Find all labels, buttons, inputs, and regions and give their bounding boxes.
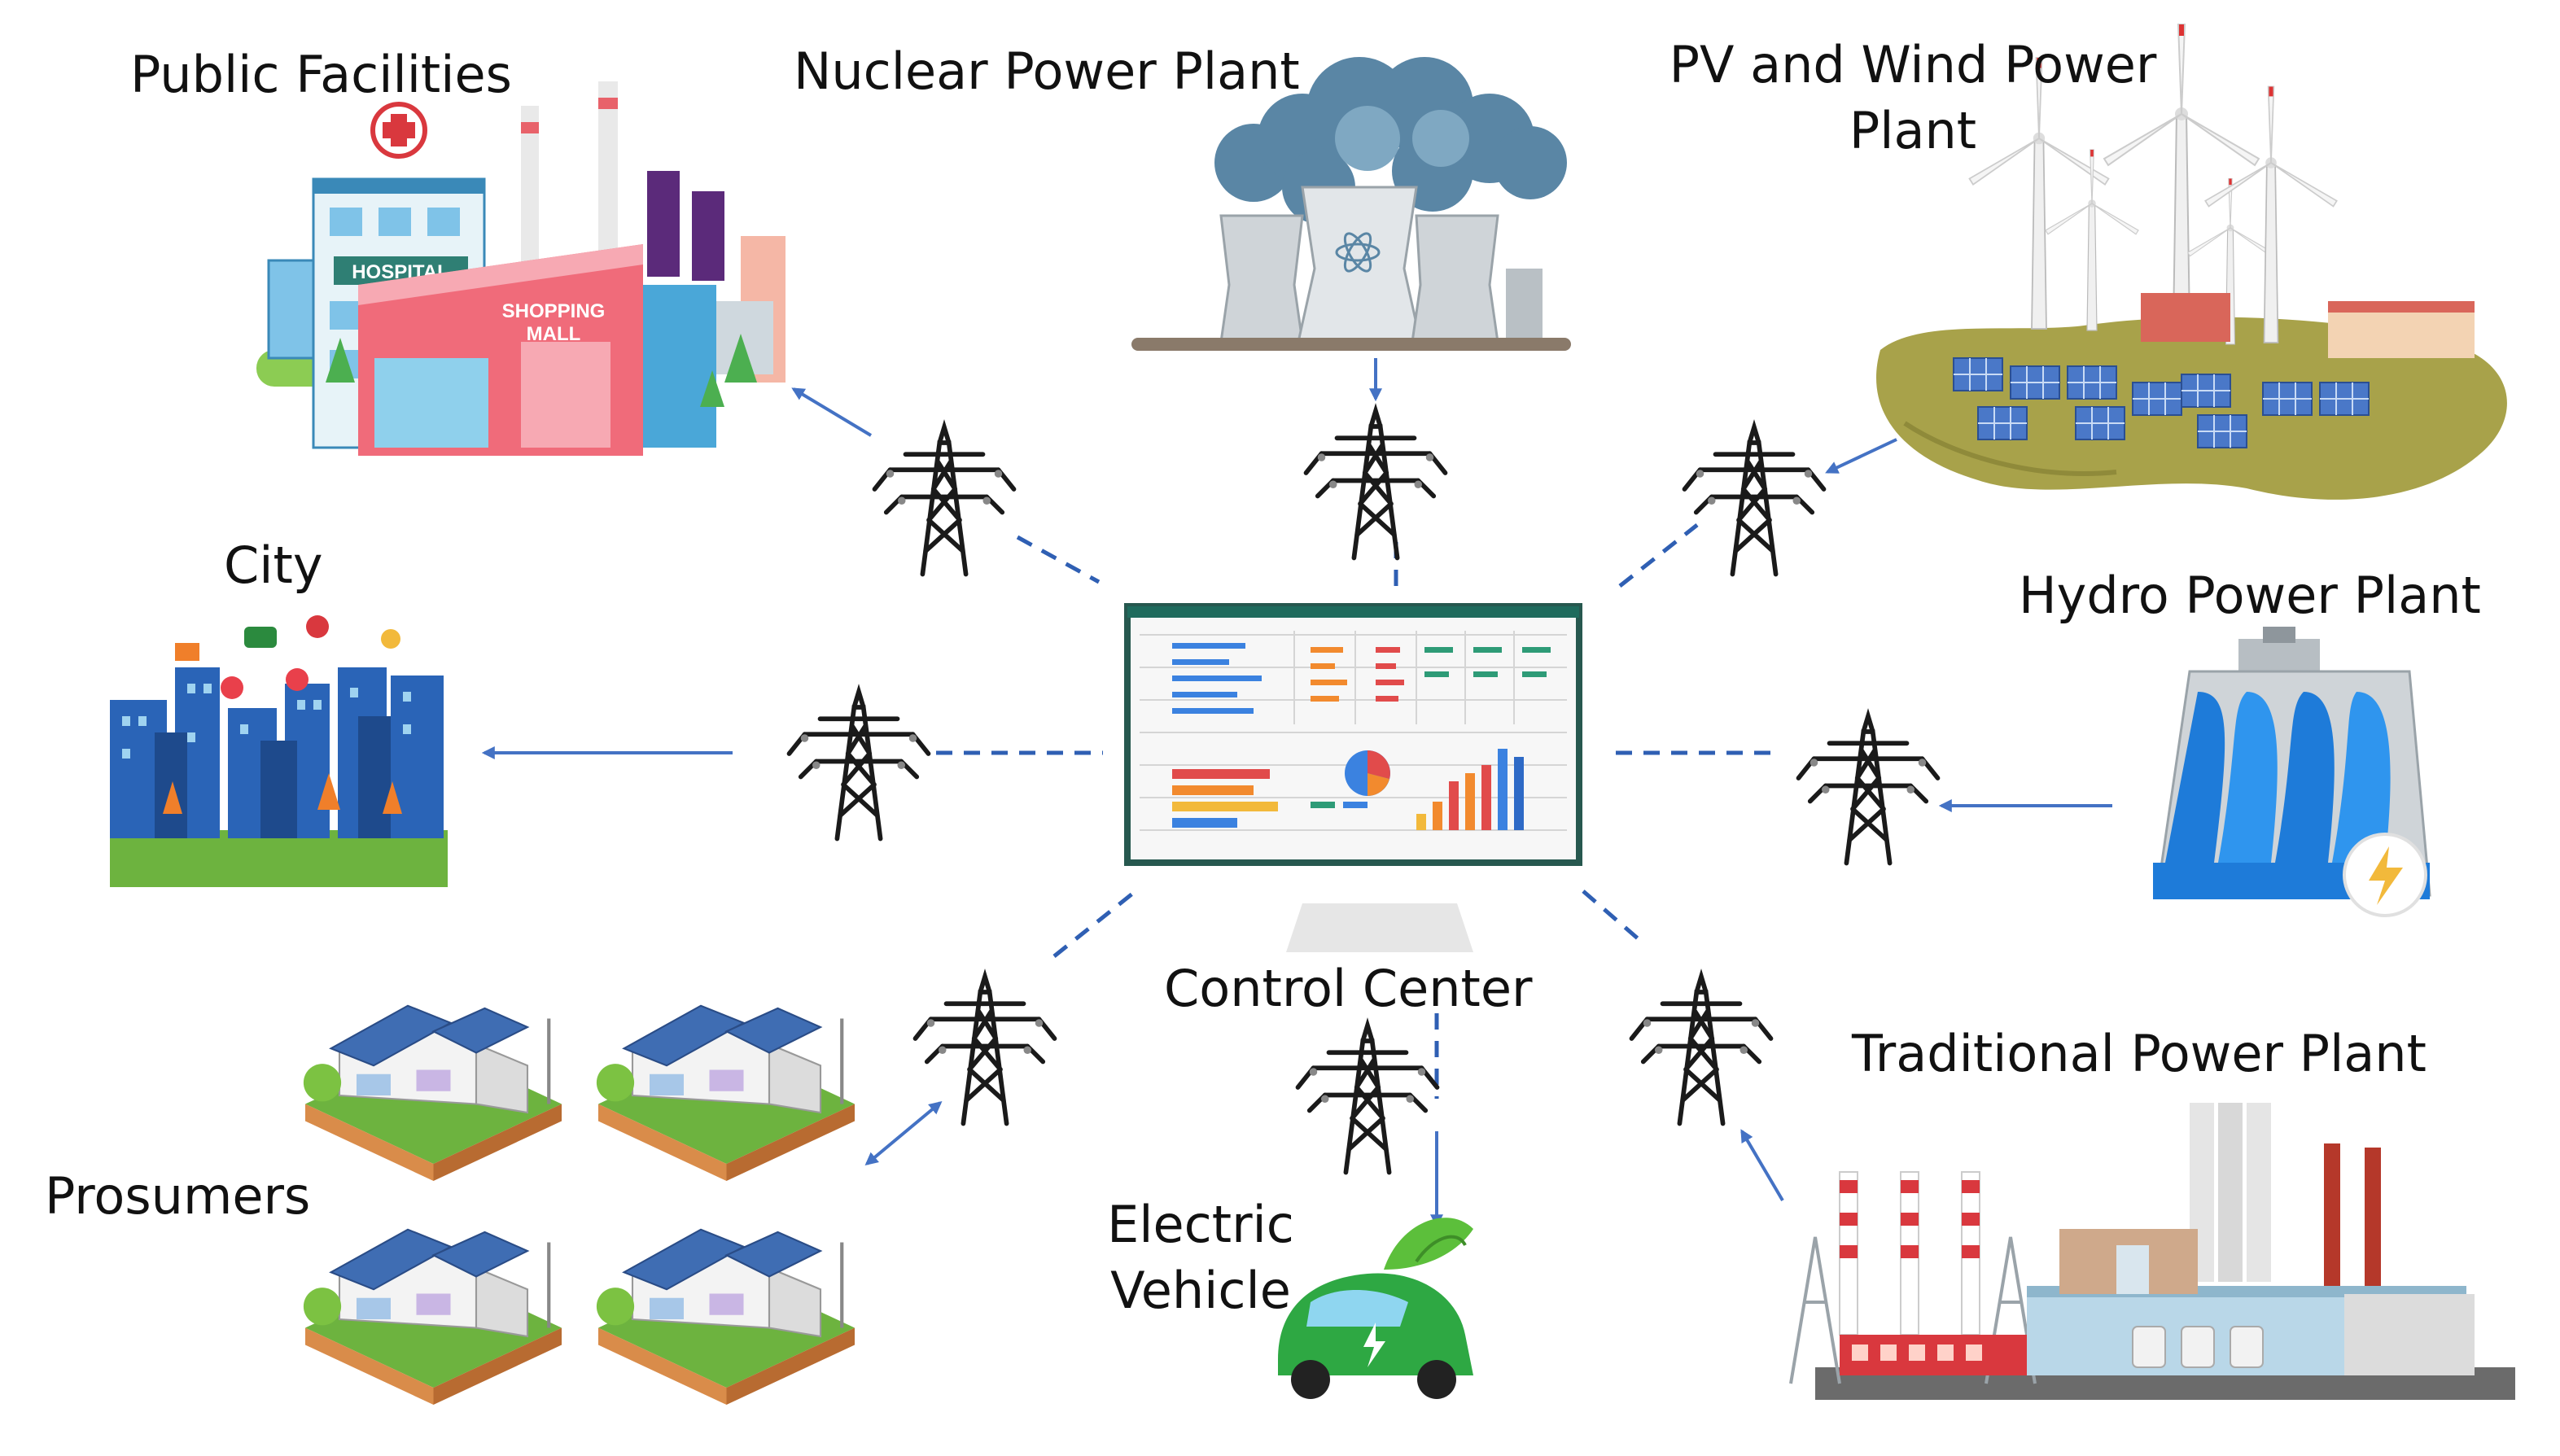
label-pv-wind-line2: Plant (1849, 100, 1977, 160)
label-ev-line2: Vehicle (1110, 1260, 1291, 1320)
house-icon (597, 1230, 855, 1405)
label-prosumers: Prosumers (45, 1166, 311, 1226)
arrow-to-public-facilities (791, 387, 873, 437)
house-icon (304, 1230, 562, 1405)
label-ev-line1: Electric (1107, 1195, 1294, 1254)
house-icon (304, 1006, 562, 1181)
tower-icon (790, 692, 929, 839)
city-icon (110, 615, 448, 887)
pv-wind-plant-icon (1876, 24, 2507, 500)
tower-icon (916, 977, 1055, 1124)
nuclear-plant-icon (1131, 57, 1571, 351)
arrow-from-pv-wind (1825, 438, 1897, 474)
link-control-public (1016, 535, 1101, 584)
flow-arrows (481, 358, 2112, 1228)
hydro-plant-icon (2153, 627, 2431, 917)
mall-sign-line1: SHOPPING (502, 300, 606, 322)
label-city: City (224, 536, 323, 595)
prosumers-houses-icon (304, 1006, 855, 1405)
tower-icon (875, 427, 1014, 575)
electric-vehicle-icon (1278, 1218, 1473, 1399)
label-electric-vehicle: Electric Vehicle (1083, 1192, 1319, 1323)
tower-icon (1632, 977, 1771, 1124)
label-hydro-power-plant: Hydro Power Plant (2019, 566, 2481, 625)
tower-icon (1306, 411, 1446, 558)
label-control-center: Control Center (1164, 959, 1533, 1018)
label-public-facilities: Public Facilities (130, 45, 512, 104)
mall-sign-line2: MALL (527, 323, 581, 345)
label-pv-wind-line1: PV and Wind Power (1669, 35, 2157, 94)
arrow-prosumers-bidirectional (864, 1100, 943, 1166)
arrow-from-traditional (1740, 1129, 1784, 1202)
label-nuclear-power-plant: Nuclear Power Plant (794, 42, 1300, 101)
label-pv-wind-power-plant: PV and Wind Power Plant (1652, 33, 2173, 164)
house-icon (597, 1006, 855, 1181)
mini-pie-chart-icon (1311, 750, 1390, 808)
tower-icon (1799, 716, 1938, 864)
link-control-prosumers (1052, 890, 1137, 958)
mini-column-chart-icon (1416, 749, 1524, 830)
link-control-pv (1618, 523, 1699, 588)
traditional-plant-icon (1789, 1103, 2515, 1400)
link-control-traditional (1582, 890, 1646, 946)
public-facilities-icon: HOSPITAL SHOPPING MALL (256, 81, 786, 456)
mini-bar-chart-icon (1172, 769, 1278, 828)
tower-icon (1685, 427, 1824, 575)
tower-icon (1298, 1025, 1438, 1173)
control-center-monitor-icon (1124, 603, 1582, 952)
label-traditional-power-plant: Traditional Power Plant (1852, 1024, 2427, 1083)
